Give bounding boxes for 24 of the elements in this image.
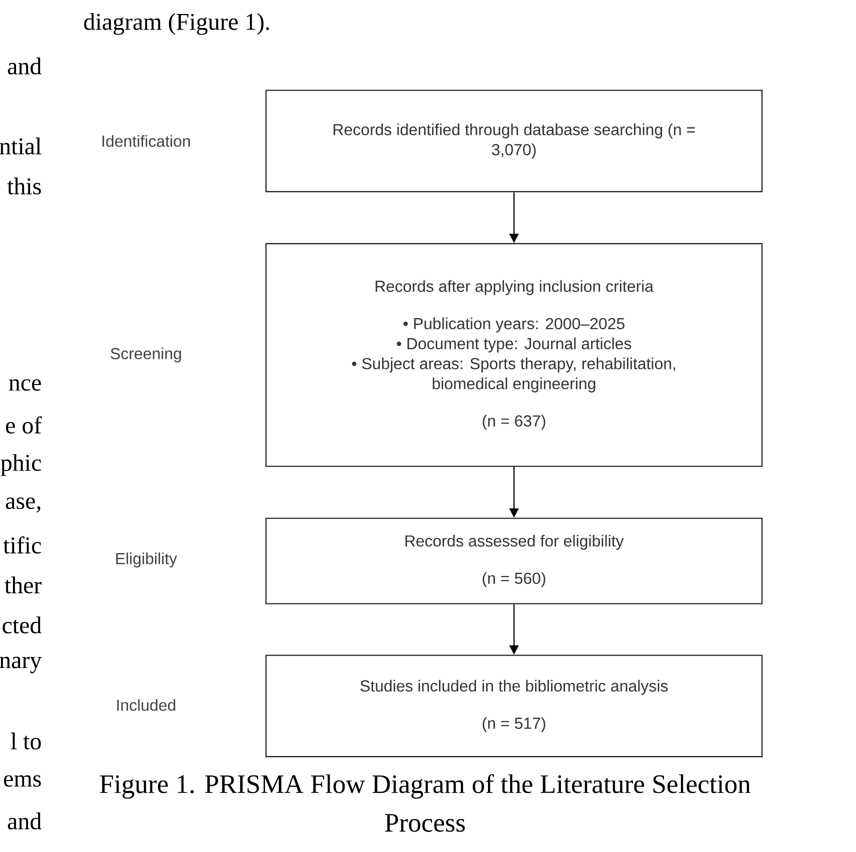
body-text: and <box>8 58 42 74</box>
body-text: ntial <box>0 138 42 154</box>
process-box: Records identified through database searching (n = 3,070) <box>265 90 763 192</box>
body-text: ther <box>4 576 42 594</box>
process-box: Studies included in the bibliometric analysis (n = 517) <box>265 654 763 758</box>
figure-caption: Figure 1. PRISMA Flow Diagram of the Literature Selection Process <box>100 774 750 832</box>
body-text: ase, <box>6 498 40 512</box>
body-text: diagram (Figure 1). <box>84 13 269 35</box>
process-box: Records after applying inclusion criteria • Publication years: 2000–2025 • Document type: Journal articles • Subject areas: Sports therapy, rehabilitation, biomedical engineering (n = 637) <box>265 243 763 467</box>
stage-label: Identification <box>102 135 190 147</box>
process-box: Records assessed for eligibility (n = 560) <box>265 518 763 604</box>
stage-label: Included <box>117 699 176 711</box>
stage-label: Screening <box>110 348 181 362</box>
body-text: nary <box>0 656 42 674</box>
body-text: and <box>8 812 42 830</box>
body-text: cted <box>2 616 42 634</box>
body-text: ems <box>4 775 41 787</box>
body-text: e of <box>6 416 42 434</box>
body-text: nce <box>8 379 41 391</box>
body-text: tific <box>3 536 41 554</box>
body-text: l to <box>10 732 41 750</box>
stage-label: Eligibility <box>116 552 178 568</box>
body-text: phic <box>0 454 41 476</box>
body-text: this <box>7 178 41 194</box>
